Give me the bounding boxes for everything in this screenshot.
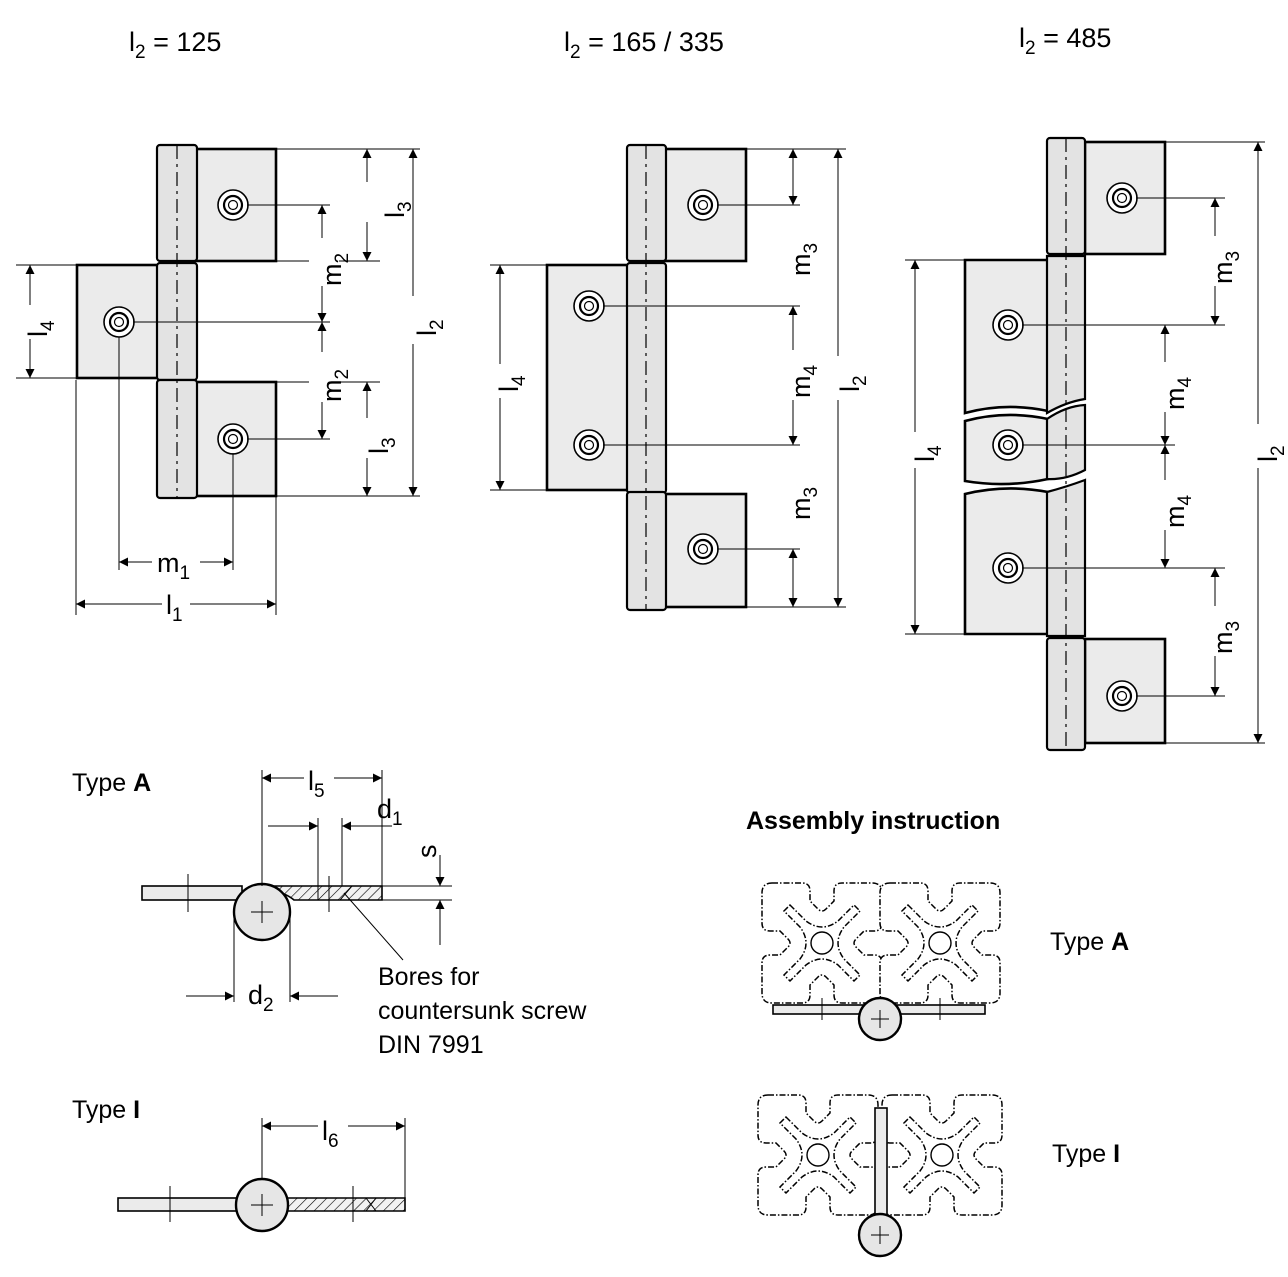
- title-left: l2 = 125: [129, 27, 221, 63]
- type-a-section: l5 d1 s d2 Bores for countersunk screw D…: [141, 764, 587, 1059]
- assembly-type-i-label: Type I: [1052, 1140, 1120, 1168]
- assembly-type-a-label: Type A: [1050, 928, 1129, 956]
- bores-note-line-3: DIN 7991: [378, 1031, 484, 1059]
- assembly-type-a: [761, 882, 1001, 1042]
- title-middle: l2 = 165 / 335: [564, 27, 724, 63]
- assembly-type-i: [757, 1094, 1003, 1258]
- dim-m3-bottom-middle: m3: [786, 487, 822, 520]
- type-a-label: Type A: [72, 769, 151, 797]
- dim-s: s: [412, 845, 442, 859]
- bores-note-line-2: countersunk screw: [378, 997, 587, 1025]
- dim-l3-top-left: l3: [380, 201, 416, 218]
- bores-note-line-1: Bores for: [378, 963, 479, 991]
- type-i-section: l6: [117, 1112, 406, 1233]
- hinge-middle: l2 m3 m4 m3 l4: [486, 143, 871, 612]
- dim-d1: d1: [377, 794, 403, 830]
- type-i-label: Type I: [72, 1096, 140, 1124]
- dim-d2: d2: [248, 980, 274, 1016]
- hinge-right: l2 m3 m3 m4 m4 l4: [902, 136, 1288, 752]
- title-right: l2 = 485: [1019, 23, 1111, 59]
- assembly-title: Assembly instruction: [746, 807, 1000, 835]
- dim-m3-top-middle: m3: [786, 243, 822, 276]
- hinge-left: l2 l3 l3 m2 m2 l4 m1 l1: [16, 143, 448, 626]
